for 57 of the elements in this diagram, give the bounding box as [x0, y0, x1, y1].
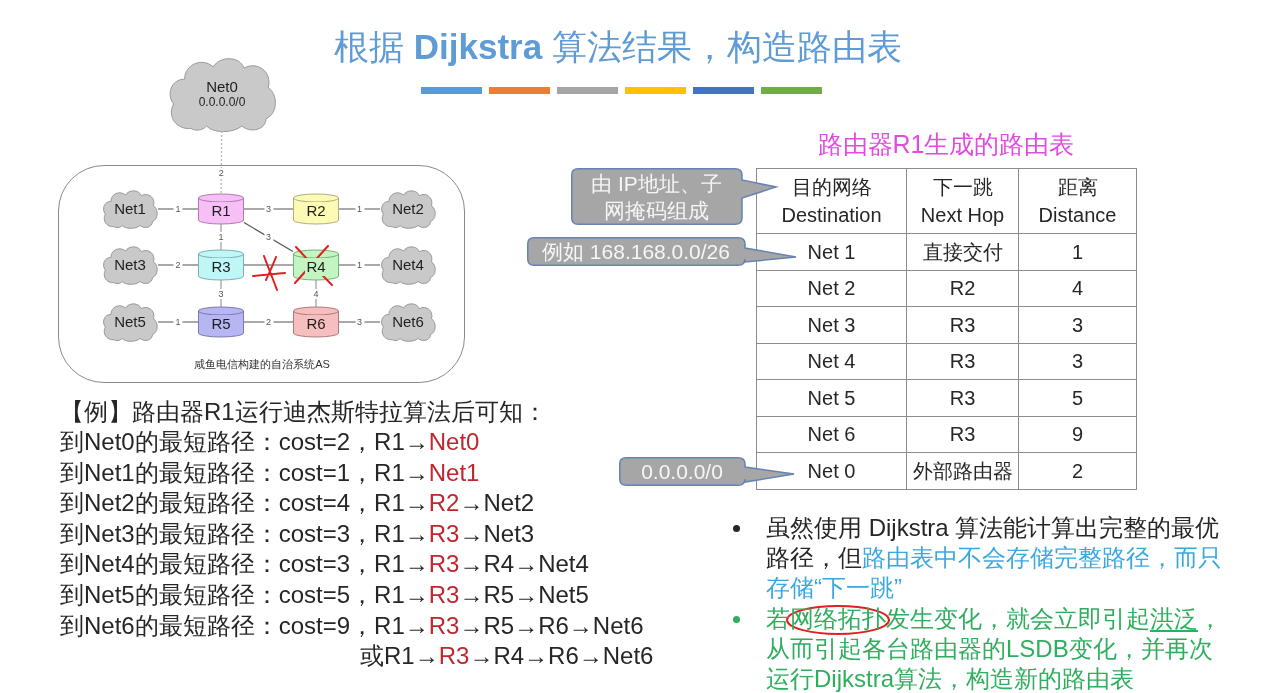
path-text: 或R1→R3→R4→R6→Net6: [360, 641, 654, 671]
connector-line: [157, 208, 199, 210]
network-cloud: Net0 0.0.0.0/0: [167, 57, 277, 131]
edge-label: 1: [216, 232, 226, 242]
table-cell: 2: [1018, 452, 1137, 490]
header-cell: 目的网络 Destination: [756, 168, 907, 234]
path-text: 到Net6的最短路径：cost=9，R1→R3→R5→R6→Net6: [60, 611, 644, 641]
router-cylinder: R4: [293, 250, 339, 280]
network-cloud: Net5: [102, 303, 158, 341]
edge-label: 3: [264, 232, 273, 242]
edge-label: 1: [355, 260, 364, 270]
connector-line: [157, 264, 199, 266]
connector-line: [338, 264, 381, 266]
edge-label: 3: [216, 288, 226, 299]
connector-line: [243, 221, 294, 253]
router-cylinder: R1: [198, 194, 244, 224]
router-cylinder: R5: [198, 307, 244, 337]
path-text: 到Net0的最短路径：cost=2，R1→Net0: [60, 427, 480, 457]
callout-bubble: 0.0.0.0/0: [619, 457, 794, 486]
path-text: 到Net5的最短路径：cost=5，R1→R3→R5→Net5: [60, 580, 589, 610]
example-heading: 【例】路由器R1运行迪杰斯特拉算法后可知：: [60, 397, 547, 427]
path-text: 到Net4的最短路径：cost=3，R1→R3→R4→Net4: [60, 549, 589, 579]
edge-label: 1: [173, 317, 183, 327]
router-cylinder: R6: [293, 307, 339, 337]
network-cloud: Net3: [102, 246, 158, 284]
edge-label: 1: [173, 204, 183, 214]
path-text: 到Net3的最短路径：cost=3，R1→R3→Net3: [60, 519, 535, 549]
path-text: 到Net2的最短路径：cost=4，R1→R2→Net2: [60, 488, 535, 518]
connector-line: [243, 264, 294, 266]
router-cylinder: R2: [293, 194, 339, 224]
path-text: 到Net1的最短路径：cost=1，R1→Net1: [60, 458, 480, 488]
connector-line: [338, 321, 381, 323]
connector-line: [157, 321, 199, 323]
network-cloud: Net1: [102, 190, 158, 228]
edge-label: 2: [216, 167, 226, 178]
connector-line: [243, 208, 294, 210]
table-cell: Net 0: [756, 452, 907, 490]
router-cylinder: R3: [198, 250, 244, 280]
edge-label: 2: [173, 260, 183, 270]
network-cloud: Net6: [380, 303, 436, 341]
boundary-caption: 咸鱼电信构建的自治系统AS: [194, 357, 330, 371]
edge-label: 3: [355, 317, 364, 327]
header-cell: 距离 Distance: [1018, 168, 1137, 234]
callout-bubble: 由 IP地址、子网掩码组成: [571, 168, 776, 225]
edge-label: 2: [264, 317, 273, 327]
table-title: 路由器R1生成的路由表: [817, 129, 1075, 160]
dashed-line: [220, 130, 223, 195]
connector-line: [338, 208, 381, 210]
network-cloud: Net2: [380, 190, 436, 228]
network-cloud: Net4: [380, 246, 436, 284]
callout-bubble: 例如 168.168.0.0/26: [527, 237, 796, 266]
system-boundary: [58, 165, 465, 383]
edge-label: 3: [264, 204, 273, 214]
edge-label: 1: [355, 204, 364, 214]
edge-label: 4: [311, 288, 321, 299]
slide-title: 根据 Dijkstra 算法结果，构造路由表: [334, 26, 902, 68]
bullet-text: 虽然使用 Dijkstra 算法能计算出完整的最优路径，但路由表中不会存储完整路径，而只存储“下一跳”: [766, 513, 1223, 603]
